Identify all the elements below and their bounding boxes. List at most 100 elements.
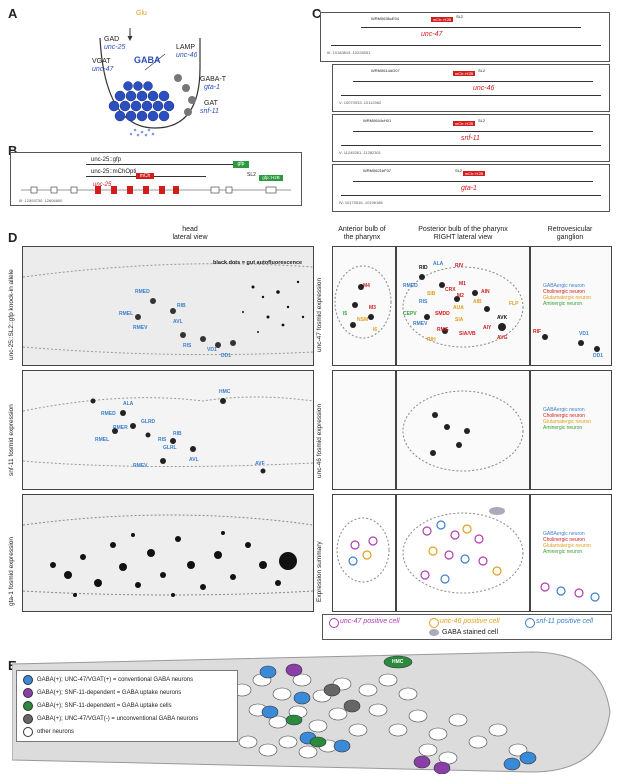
cell-label: RIS (419, 299, 428, 305)
legend-uptake-neurons: GABA(+); SNF-11-dependent = GABA uptake … (37, 690, 182, 696)
gat-label: GAT (204, 100, 218, 107)
mch-h2b-tag: mCh::H2B (431, 17, 453, 22)
cell-label: NSM (357, 317, 369, 323)
cell-label: AVL (189, 457, 199, 463)
cell-label: VD1 (207, 347, 217, 353)
cell-label: RIV (455, 263, 464, 269)
presynaptic-terminal-outline (99, 37, 201, 129)
cell-label: RIH (427, 337, 436, 343)
neuron-type-legend: GABAergic neuron Cholinergic neuron Glut… (543, 531, 591, 555)
legend-conventional: GABA(+); UNC-47/VGAT(+) = conventional G… (37, 677, 194, 683)
cell-label: SIA (455, 317, 464, 323)
header-posterior-bulb: Posterior bulb of the pharynx RIGHT late… (418, 226, 508, 242)
retrovesicular-summary: GABAergic neuron Cholinergic neuron Glut… (530, 494, 612, 612)
cell-label: SMDD (435, 311, 450, 317)
gaba-t-label: GABA-T (200, 76, 227, 83)
unc-25-gfp-label: unc-25::gfp (91, 157, 122, 163)
mch-h2b-tag: mCh::H2B (463, 171, 485, 176)
cell-label-hmc: HMC (392, 659, 404, 665)
cell-label: FLP (509, 301, 519, 307)
legend-glutamatergic: Glutamatergic neuron (543, 295, 592, 301)
legend-aminergic: Aminergic neuron (543, 301, 583, 307)
sl2-tag: SL2 (456, 14, 464, 19)
cell-label: CEPV (403, 311, 417, 317)
cell-label: M1 (459, 281, 466, 287)
unc-25-label: unc-25 (104, 44, 126, 51)
anterior-bulb-unc-47: M4 M3 I5 NSM I6 (332, 246, 396, 366)
fosmid-unc-46: WRM0614dG07 mCh::H2B SL2 unc-46 V: 10070… (332, 64, 610, 112)
legend-cholinergic: Cholinergic neuron (543, 537, 585, 543)
cell-label: GLRL (163, 445, 177, 451)
panel-letter-c: C (312, 6, 322, 21)
coord-label: V: 11245261..11282301 (339, 150, 381, 155)
cell-label: RIB (177, 303, 186, 309)
micrograph-gta-1 (22, 494, 314, 612)
legend-uptake-cells: GABA(+); SNF-11-dependent = GABA uptake … (37, 703, 172, 709)
fosmid-id: WRM0621bF07 (363, 168, 392, 173)
unc-25-gene-label: unc-25 (93, 182, 112, 188)
cell-label: RMED (135, 289, 150, 295)
cell-label: DD1 (221, 353, 232, 359)
fosmid-panel: WRM0636cE04 mCh::H2B SL2 unc-47 III: 101… (320, 12, 610, 212)
gta-1-label: gta-1 (204, 84, 220, 91)
fosmid-gta-1: WRM0621bF07 mCh::H2B SL2 gta-1 IV: 10170… (332, 164, 610, 212)
cell-label: I6 (373, 327, 378, 333)
lamp-vesicles (174, 74, 196, 116)
cell-label: RMEV (133, 325, 148, 331)
gaba-vesicles (108, 81, 175, 122)
mch-h2b-tag: mCh::H2B (453, 71, 475, 76)
legend-gaba-stained: GABA stained cell (442, 629, 499, 636)
header-retrovesicular: Retrovesicular ganglion (547, 226, 593, 242)
row-label-unc-25: unc-25::SL2::gfp knock-in allele (8, 269, 15, 360)
cell-label: RMED (403, 283, 418, 289)
cell-label: AUA (453, 305, 464, 311)
legend-cholinergic: Cholinergic neuron (543, 289, 585, 295)
legend-aminergic: Aminergic neuron (543, 425, 583, 431)
legend-other-neurons: other neurons (37, 729, 75, 735)
cell-label: I5 (343, 311, 348, 317)
micrograph-snf-11: HMC ALA RMED GLRD RMER RMEL GLRL RIB AVL… (22, 370, 314, 490)
anterior-bulb-summary (332, 494, 396, 612)
sl2-label: SL2 (247, 172, 256, 178)
legend-gabaergic: GABAergic neuron (543, 283, 585, 289)
expression-legend: unc-47 positive cell unc-46 positive cel… (322, 614, 612, 640)
header-anterior-bulb: Anterior bulb of the pharynx (338, 226, 386, 242)
legend-aminergic: Aminergic neuron (543, 549, 583, 555)
glu-label: Glu (136, 10, 147, 17)
posterior-bulb-unc-47: RID ALA RIV RMED SIB M1 RIS CRX AIN M2 A… (396, 246, 530, 366)
micrograph-unc-25: black dots = gut autofluorescence RMED R… (22, 246, 314, 366)
panel-letter-d: D (8, 230, 18, 245)
fosmid-unc-47: WRM0636cE04 mCh::H2B SL2 unc-47 III: 101… (320, 12, 610, 62)
cell-label: SIB (427, 291, 436, 297)
unc-25-coord: III: 12593730..12606600 (19, 198, 63, 203)
legend-gabaergic: GABAergic neuron (543, 531, 585, 537)
head-neuron-map: GABA(+); UNC-47/VGAT(+) = conventional G… (12, 650, 612, 774)
fosmid-id: WRM0636cE04 (371, 16, 400, 21)
cell-label: RIB (173, 431, 182, 437)
legend-unconventional: GABA(+); UNC-47/VGAT(-) = unconventional… (37, 716, 199, 722)
cell-label: RMER (113, 425, 128, 431)
mch-h2b-tag: mCh::H2B (453, 121, 475, 126)
cell-label: AVG (497, 335, 508, 341)
gene-label: snf-11 (461, 135, 480, 142)
gene-label: unc-47 (421, 31, 443, 38)
coord-label: III: 10183815..10228051 (327, 50, 371, 55)
unc-25-gene-model-panel: unc-25::gfp gfp unc-25::mChOpti mCh unc-… (10, 152, 302, 206)
coord-label: IV: 10170516..10196186 (339, 200, 383, 205)
panel-letter-a: A (8, 6, 18, 21)
gene-label: unc-46 (473, 85, 495, 92)
panel-e-legend: GABA(+); UNC-47/VGAT(+) = conventional G… (16, 670, 238, 742)
cell-label: AIN (481, 289, 490, 295)
cell-label: M4 (363, 283, 370, 289)
legend-glutamatergic: Glutamatergic neuron (543, 543, 592, 549)
header-head-lateral: head lateral view (172, 226, 208, 242)
mch-box: mCh (136, 173, 154, 179)
retrovesicular-unc-47: GABAergic neuron Cholinergic neuron Glut… (530, 246, 612, 366)
cell-label: GLRD (141, 419, 156, 425)
unc-25-mch-label: unc-25::mChOpti (91, 169, 137, 175)
posterior-bulb-unc-46 (396, 370, 530, 490)
cell-label: DD1 (593, 353, 604, 359)
neuron-type-legend: GABAergic neuron Cholinergic neuron Glut… (543, 407, 591, 431)
cell-label: RMEV (133, 463, 148, 469)
row-label-unc-47: unc-47 fosmid expression (316, 277, 323, 352)
